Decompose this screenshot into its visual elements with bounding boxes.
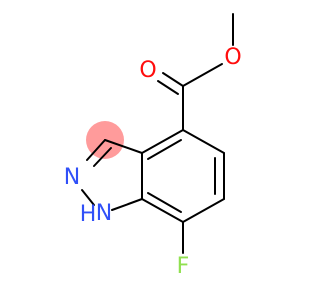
atom-label-ring-nitrogen: N xyxy=(64,165,80,190)
bond-c3a-c4 xyxy=(141,129,184,154)
bond-carbonyl-double-1 xyxy=(162,72,184,87)
bond-c7-c7a-inner xyxy=(147,192,182,213)
atom-label-fluorine: F xyxy=(177,254,190,279)
bond-n1-c7a xyxy=(111,198,143,211)
atom-label-carbonyl-oxygen: O xyxy=(139,58,156,83)
bond-oxygen-carbonyl-carbon xyxy=(182,63,223,87)
bond-c3a-c3 xyxy=(104,139,143,154)
bond-c3-n2 xyxy=(86,139,106,161)
bond-n2-n1 xyxy=(81,189,95,206)
bond-c4-c5 xyxy=(182,129,225,154)
bond-c3-n2-inner xyxy=(93,147,112,167)
molecule-structure: O O N N H F xyxy=(64,13,242,279)
bond-c7-c7a xyxy=(141,198,184,223)
bond-c3a-c4-inner xyxy=(147,139,182,160)
bond-carbonyl-double-2 xyxy=(157,80,179,95)
bond-c6-c7 xyxy=(182,198,225,223)
bonds xyxy=(81,13,234,254)
atom-label-nh-nitrogen: N xyxy=(96,201,112,226)
atom-label-nh-hydrogen: H xyxy=(80,202,97,227)
atom-label-ester-oxygen: O xyxy=(224,45,241,70)
structure-canvas: O O N N H F xyxy=(63,13,242,279)
